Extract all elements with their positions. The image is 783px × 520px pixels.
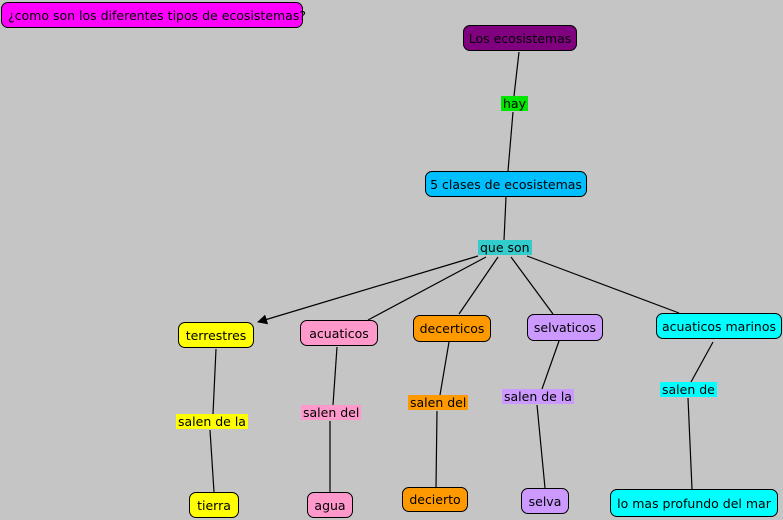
line-selvaticos-salen <box>541 340 560 390</box>
concept-acuaticos-marinos[interactable]: acuaticos marinos <box>656 313 782 339</box>
concept-los-ecosistemas[interactable]: Los ecosistemas <box>463 25 577 51</box>
line-queson-marinos <box>526 255 680 314</box>
line-acuaticos-salen <box>332 346 338 406</box>
line-salen-decierto <box>435 410 438 488</box>
line-salen-tierra <box>209 429 215 493</box>
concept-selva[interactable]: selva <box>521 488 569 514</box>
link-que-son[interactable]: que son <box>478 239 532 255</box>
concept-agua[interactable]: agua <box>307 492 353 518</box>
link-salen-de-la-selva[interactable]: salen de la <box>502 388 574 404</box>
link-salen-del-agua[interactable]: salen del <box>301 404 362 420</box>
line-hay-clases <box>507 111 514 172</box>
concept-lo-mas-profundo[interactable]: lo mas profundo del mar <box>610 489 778 517</box>
concept-decierto[interactable]: decierto <box>402 487 468 512</box>
concept-5-clases[interactable]: 5 clases de ecosistemas <box>425 171 587 197</box>
concept-selvaticos[interactable]: selvaticos <box>527 314 603 341</box>
line-clases-queson <box>503 196 507 241</box>
concept-tierra[interactable]: tierra <box>189 492 239 518</box>
link-salen-de-mar[interactable]: salen de <box>660 381 717 397</box>
link-salen-de-la-tierra[interactable]: salen de la <box>176 413 248 429</box>
focus-question[interactable]: ¿como son los diferentes tipos de ecosis… <box>1 2 306 28</box>
concept-acuaticos[interactable]: acuaticos <box>300 320 378 346</box>
link-salen-del-decierto[interactable]: salen del <box>408 394 469 410</box>
line-salen-profundo <box>687 397 693 490</box>
line-queson-terrestres <box>257 255 479 325</box>
link-hay[interactable]: hay <box>501 95 528 111</box>
line-salen-selva <box>536 404 546 489</box>
line-queson-decerticos <box>458 256 499 315</box>
concept-decerticos[interactable]: decerticos <box>413 315 491 342</box>
concept-terrestres[interactable]: terrestres <box>178 322 254 348</box>
line-marinos-salen <box>690 341 714 383</box>
line-queson-acuaticos <box>367 256 487 321</box>
line-decerticos-salen <box>439 341 450 396</box>
line-root-hay <box>513 51 520 97</box>
line-queson-selvaticos <box>510 256 554 315</box>
line-terrestres-salen <box>212 348 217 415</box>
